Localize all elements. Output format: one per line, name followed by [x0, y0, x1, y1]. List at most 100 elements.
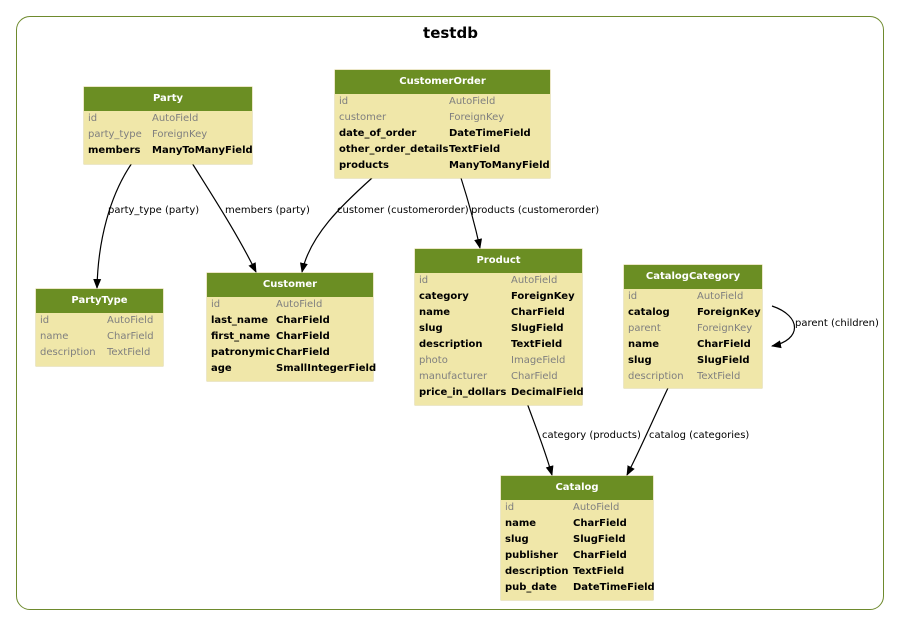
field-name: name [628, 339, 660, 350]
field-name: catalog [628, 307, 670, 318]
field-name: photo [419, 355, 448, 366]
field-type: TextField [107, 347, 151, 358]
field-row: pub_date DateTimeField [501, 580, 655, 596]
field-name: id [40, 315, 50, 326]
field-type: CharField [107, 331, 154, 342]
field-row: id AutoField [84, 111, 252, 127]
model-header: Product [415, 249, 582, 273]
field-type: SmallIntegerField [276, 363, 377, 374]
edge-product-catalog [526, 402, 554, 476]
field-name: category [419, 291, 469, 302]
field-type: CharField [573, 550, 627, 561]
field-type: TextField [573, 566, 625, 577]
field-type: ForeignKey [697, 307, 761, 318]
field-name: name [40, 331, 69, 342]
field-name: description [40, 347, 96, 358]
field-type: CharField [276, 315, 330, 326]
model-header: PartyType [36, 289, 163, 313]
field-type: DateTimeField [573, 582, 655, 593]
field-type: AutoField [511, 275, 558, 286]
field-name: manufacturer [419, 371, 488, 382]
field-type: CharField [697, 339, 751, 350]
field-name: first_name [211, 331, 271, 342]
field-name: members [88, 145, 141, 156]
field-name: date_of_order [339, 128, 417, 139]
field-type: ForeignKey [449, 112, 505, 123]
edge-party-partytype [93, 162, 133, 289]
field-name: price_in_dollars [419, 387, 507, 398]
field-name: last_name [211, 315, 268, 326]
field-name: description [505, 566, 569, 577]
field-type: SlugField [511, 323, 564, 334]
field-row: name CharField [36, 329, 163, 345]
model-header: CustomerOrder [335, 70, 550, 94]
field-name: id [505, 502, 515, 513]
field-type: CharField [511, 307, 565, 318]
field-type: CharField [276, 331, 330, 342]
field-row: first_name CharField [207, 329, 373, 345]
diagram-title: testdb [423, 24, 478, 42]
field-name: age [211, 363, 232, 374]
field-type: AutoField [449, 96, 496, 107]
field-name: products [339, 160, 389, 171]
field-name: pub_date [505, 582, 557, 593]
model-header: CatalogCategory [624, 265, 762, 289]
diagram-frame [16, 16, 884, 610]
model-header: Customer [207, 273, 373, 297]
edge-order-customer [299, 177, 373, 273]
edge-label-category: category (products) [542, 430, 641, 441]
model-header: Party [84, 87, 252, 111]
field-row: manufacturer CharField [415, 369, 582, 385]
field-type: ManyToManyField [152, 145, 253, 156]
field-type: ForeignKey [511, 291, 575, 302]
field-type: AutoField [152, 113, 199, 124]
field-type: CharField [276, 347, 330, 358]
field-name: patronymic [211, 347, 275, 358]
field-type: ForeignKey [697, 323, 753, 334]
edge-label-party-type: party_type (party) [108, 205, 200, 216]
field-row: catalog ForeignKey [624, 305, 762, 321]
field-type: ManyToManyField [449, 160, 550, 171]
edge-label-catalog: catalog (categories) [649, 430, 750, 441]
edge-label-parent: parent (children) [795, 318, 879, 329]
field-row: publisher CharField [501, 548, 653, 564]
field-name: id [211, 299, 221, 310]
field-row: description TextField [36, 345, 163, 361]
field-type: ForeignKey [152, 129, 208, 140]
edge-order-product [460, 177, 482, 249]
field-name: description [419, 339, 483, 350]
field-type: SlugField [697, 355, 750, 366]
field-type: TextField [449, 144, 501, 155]
edge-label-products: products (customerorder) [471, 205, 600, 216]
edge-category-catalog [626, 387, 669, 476]
edge-label-customer: customer (customerorder) [337, 205, 469, 216]
field-name: publisher [505, 550, 559, 561]
field-type: CharField [511, 371, 558, 382]
field-name: slug [505, 534, 529, 545]
field-name: id [88, 113, 98, 124]
